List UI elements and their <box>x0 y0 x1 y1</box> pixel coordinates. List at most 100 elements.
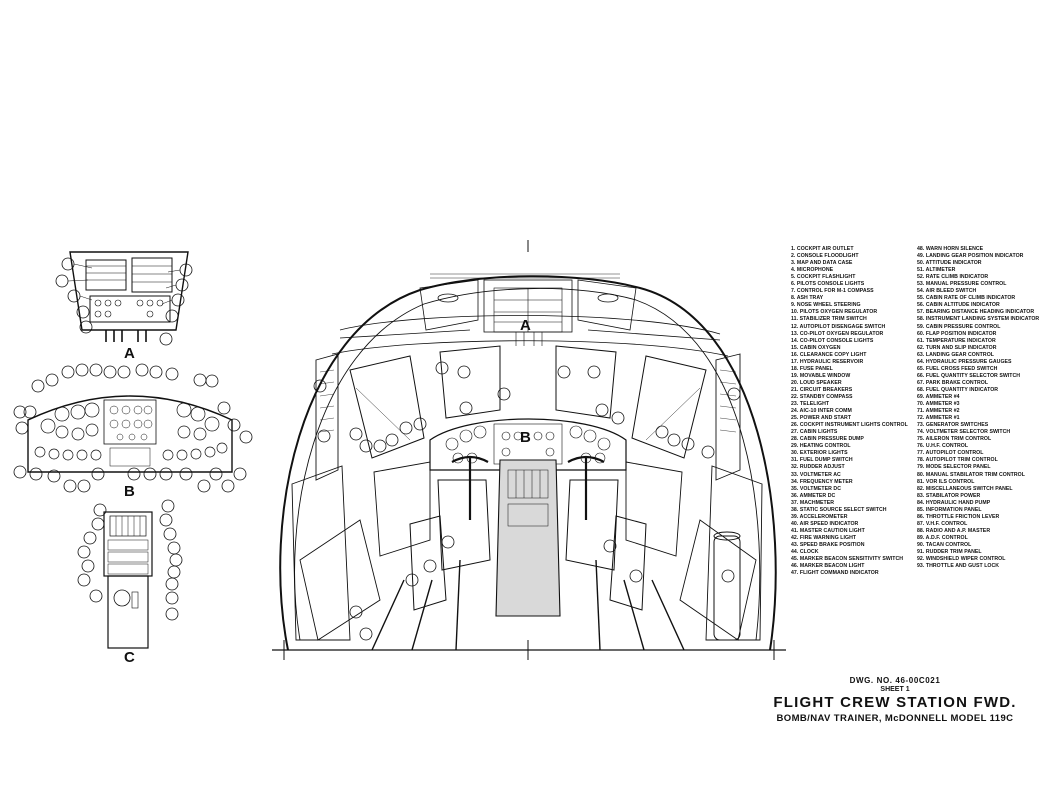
legend-item: 35. VOLTMETER DC <box>791 485 841 492</box>
legend-item: 25. POWER AND START <box>791 415 852 422</box>
legend-item: 29. HEATING CONTROL <box>791 443 851 450</box>
legend-item: 13. CO-PILOT OXYGEN REGULATOR <box>791 330 884 337</box>
legend-item: 26. COCKPIT INSTRUMENT LIGHTS CONTROL <box>791 422 908 429</box>
legend-item: 85. INFORMATION PANEL <box>917 506 982 513</box>
legend-item: 28. CABIN PRESSURE DUMP <box>791 436 864 443</box>
legend-item: 39. ACCELEROMETER <box>791 513 848 520</box>
legend-item: 45. MARKER BEACON SENSITIVITY SWITCH <box>791 556 904 563</box>
legend-item: 72. AMMETER #1 <box>917 415 960 422</box>
center-console-c <box>103 511 153 649</box>
legend-item: 17. HYDRAULIC RESERVOIR <box>791 358 864 365</box>
legend-item: 78. AUTOPILOT TRIM CONTROL <box>917 457 998 464</box>
legend-item: 73. GENERATOR SWITCHES <box>917 422 989 429</box>
legend-item: 58. INSTRUMENT LANDING SYSTEM INDICATOR <box>917 316 1039 323</box>
legend-item: 76. U.H.F. CONTROL <box>917 443 969 450</box>
legend-item: 42. FIRE WARNING LIGHT <box>791 534 857 541</box>
legend-item: 21. CIRCUIT BREAKERS <box>791 386 853 393</box>
view-c-label: C <box>124 649 135 666</box>
legend-item: 75. AILERON TRIM CONTROL <box>917 436 992 443</box>
legend-item: 33. VOLTMETER AC <box>791 471 841 478</box>
cockpit-cutaway <box>272 240 786 660</box>
instrument-panel-b <box>27 395 233 473</box>
legend-item: 14. CO-PILOT CONSOLE LIGHTS <box>791 337 874 344</box>
legend-item: 61. TEMPERATURE INDICATOR <box>917 337 996 344</box>
legend-item: 74. VOLTMETER SELECTOR SWITCH <box>917 429 1011 436</box>
legend-item: 47. FLIGHT COMMAND INDICATOR <box>791 570 879 577</box>
legend-item: 55. CABIN RATE OF CLIMB INDICATOR <box>917 295 1016 302</box>
legend-item: 24. AIC-10 INTER COMM <box>791 408 852 415</box>
callouts-c <box>77 499 183 621</box>
legend-item: 51. ALTIMETER <box>917 267 956 274</box>
legend-item: 22. STANDBY COMPASS <box>791 393 853 400</box>
legend-item: 65. FUEL CROSS FEED SWITCH <box>917 365 998 372</box>
legend-item: 81. VOR ILS CONTROL <box>917 478 975 485</box>
drawing-title: FLIGHT CREW STATION FWD. <box>773 694 1017 711</box>
legend-item: 68. FUEL QUANTITY INDICATOR <box>917 386 999 393</box>
legend-item: 9. NOSE WHEEL STEERING <box>791 302 861 309</box>
drawing-subtitle: BOMB/NAV TRAINER, McDONNELL MODEL 119C <box>776 713 1014 724</box>
legend-item: 59. CABIN PRESSURE CONTROL <box>917 323 1001 330</box>
overhead-panel-a <box>69 251 189 342</box>
legend-item: 52. RATE CLIMB INDICATOR <box>917 274 989 281</box>
legend-item: 62. TURN AND SLIP INDICATOR <box>917 344 997 351</box>
legend-item: 44. CLOCK <box>791 549 819 556</box>
legend-item: 84. HYDRAULIC HAND PUMP <box>917 499 991 506</box>
legend-item: 23. TELELIGHT <box>791 401 830 408</box>
legend-item: 31. FUEL DUMP SWITCH <box>791 457 853 464</box>
legend-item: 77. AUTOPILOT CONTROL <box>917 450 984 457</box>
legend-item: 43. SPEED BRAKE POSITION <box>791 541 865 548</box>
legend-item: 38. STATIC SOURCE SELECT SWITCH <box>791 506 887 513</box>
callouts-b <box>13 363 253 493</box>
legend-item: 7. CONTROL FOR M-1 COMPASS <box>791 288 874 295</box>
legend-item: 90. TACAN CONTROL <box>917 541 972 548</box>
legend-item: 15. CABIN OXYGEN <box>791 344 841 351</box>
sheet-number: SHEET 1 <box>880 686 910 693</box>
legend-item: 87. V.H.F. CONTROL <box>917 520 968 527</box>
legend-item: 36. AMMETER DC <box>791 492 836 499</box>
legend-item: 37. MACHMETER <box>791 499 835 506</box>
legend-item: 50. ATTITUDE INDICATOR <box>917 260 982 267</box>
legend-item: 27. CABIN LIGHTS <box>791 429 838 436</box>
legend-item: 80. MANUAL STABILATOR TRIM CONTROL <box>917 471 1025 478</box>
legend-item: 82. MISCELLANEOUS SWITCH PANEL <box>917 485 1013 492</box>
legend-item: 53. MANUAL PRESSURE CONTROL <box>917 281 1007 288</box>
callouts-main <box>313 361 741 641</box>
legend-item: 48. WARN HORN SILENCE <box>917 246 984 252</box>
legend-item: 46. MARKER BEACON LIGHT <box>791 563 865 570</box>
legend-item: 11. STABILIZER TRIM SWITCH <box>791 316 867 323</box>
legend-item: 92. WINDSHIELD WIPER CONTROL <box>917 556 1006 563</box>
legend-item: 70. AMMETER #3 <box>917 401 960 408</box>
legend-item: 60. FLAP POSITION INDICATOR <box>917 330 997 337</box>
legend-item: 40. AIR SPEED INDICATOR <box>791 520 859 527</box>
legend-item: 71. AMMETER #2 <box>917 408 960 415</box>
legend-item: 89. A.D.F. CONTROL <box>917 534 968 541</box>
view-b-in-cockpit: B <box>520 429 531 446</box>
legend-item: 34. FREQUENCY METER <box>791 478 853 485</box>
legend-item: 69. AMMETER #4 <box>917 393 960 400</box>
legend-item: 12. AUTOPILOT DISENGAGE SWITCH <box>791 323 886 330</box>
legend-item: 41. MASTER CAUTION LIGHT <box>791 527 865 534</box>
callouts-a <box>55 257 193 346</box>
legend-item: 2. CONSOLE FLOODLIGHT <box>791 253 859 260</box>
legend-item: 6. PILOTS CONSOLE LIGHTS <box>791 281 865 288</box>
legend-item: 91. RUDDER TRIM PANEL <box>917 549 982 556</box>
legend-item: 20. LOUD SPEAKER <box>791 379 842 386</box>
legend-item: 5. COCKPIT FLASHLIGHT <box>791 274 856 281</box>
legend-item: 86. THROTTLE FRICTION LEVER <box>917 513 1000 520</box>
legend-item: 93. THROTTLE AND GUST LOCK <box>917 563 1000 570</box>
legend-item: 19. MOVABLE WINDOW <box>791 372 851 379</box>
legend-item: 4. MICROPHONE <box>791 267 834 274</box>
legend-item: 57. BEARING DISTANCE HEADING INDICATOR <box>917 309 1035 316</box>
legend-item: 8. ASH TRAY <box>791 295 824 302</box>
legend-item: 10. PILOTS OXYGEN REGULATOR <box>791 309 878 316</box>
legend-item: 32. RUDDER ADJUST <box>791 464 845 471</box>
legend-item: 56. CABIN ALTITUDE INDICATOR <box>917 302 1000 309</box>
view-a-in-cockpit: A <box>520 317 531 334</box>
legend-item: 49. LANDING GEAR POSITION INDICATOR <box>917 253 1024 260</box>
title-block: DWG. NO. 46-00C021 SHEET 1 FLIGHT CREW S… <box>770 676 1020 724</box>
legend-item: 88. RADIO AND A.P. MASTER <box>917 527 991 534</box>
legend-item: 83. STABILATOR POWER <box>917 492 981 499</box>
